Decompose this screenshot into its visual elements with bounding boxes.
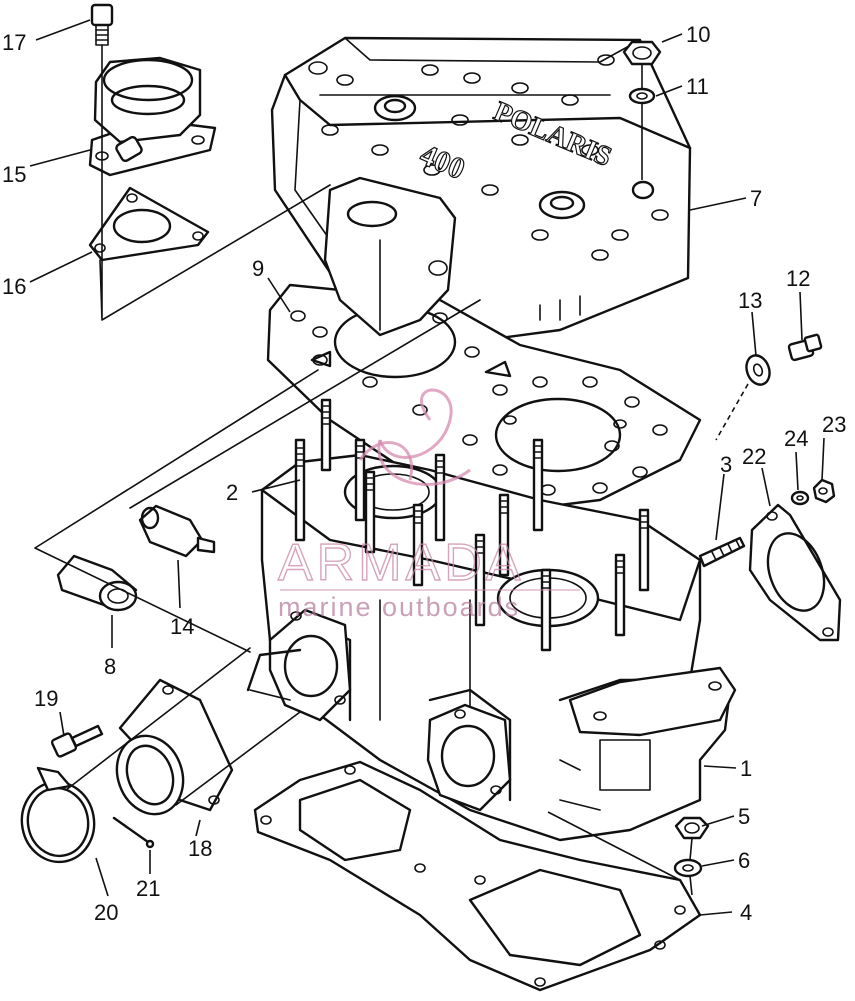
- watermark-brand: ARMADA: [278, 534, 524, 592]
- callout-9: 9: [252, 256, 264, 281]
- callout-6: 6: [738, 848, 750, 873]
- guide-line-thermostat: [99, 44, 331, 321]
- watermark-logo: [358, 388, 471, 486]
- part-19-bolt: [50, 724, 104, 758]
- part-block-side-port: [246, 648, 737, 737]
- callout-7: 7: [750, 186, 762, 211]
- callout-16: 16: [2, 274, 26, 299]
- guide-line-intake: [65, 647, 301, 806]
- callout-4: 4: [740, 900, 752, 925]
- callout-19: 19: [34, 686, 58, 711]
- callout-2: 2: [226, 480, 238, 505]
- callout-1: 1: [740, 756, 752, 781]
- part-22-exhaust-gasket: [748, 503, 842, 642]
- part-cylinder-block: [260, 453, 732, 842]
- callout-24: 24: [784, 426, 808, 451]
- callout-17: 17: [2, 30, 26, 55]
- part-23-nut: [812, 478, 836, 504]
- callout-14: 14: [170, 614, 194, 639]
- callout-3: 3: [720, 452, 732, 477]
- callout-13: 13: [738, 288, 762, 313]
- callout-15: 15: [2, 162, 26, 187]
- part-11-washer: [628, 87, 656, 105]
- watermark: ARMADA marine outboards: [277, 388, 580, 622]
- part-5-nut: [674, 816, 710, 840]
- part-8-sleeve: [56, 554, 138, 612]
- callout-20: 20: [94, 900, 118, 925]
- guide-line-base-nut: [547, 811, 693, 896]
- callout-11: 11: [686, 74, 709, 99]
- part-head-outlet: [323, 176, 457, 337]
- part-13-washer: [745, 354, 771, 386]
- callout-10: 10: [686, 22, 710, 47]
- watermark-tagline: marine outboards: [278, 592, 520, 622]
- part-12-plug: [787, 333, 823, 362]
- callout-22: 22: [742, 444, 766, 469]
- part-3-stud: [698, 536, 746, 568]
- callout-18: 18: [188, 836, 212, 861]
- callout-21: 21: [136, 876, 160, 901]
- callout-labels: 1 2 3 4 5 6 7 8 9 10 11 12 13 14 15 16 1…: [2, 22, 846, 925]
- part-18-intake-flange: [115, 678, 234, 816]
- part-6-washer: [673, 858, 703, 878]
- guide-line-sensor: [34, 299, 481, 653]
- part-14-sensor: [138, 504, 216, 558]
- callout-8: 8: [104, 654, 116, 679]
- part-20-clamp: [20, 766, 96, 864]
- part-17-bolt: [90, 3, 114, 46]
- part-block-exhaust-ports: [268, 608, 512, 812]
- part-studs: [294, 398, 650, 652]
- part-thermostat-housing: [88, 56, 217, 177]
- callout-leaders: [29, 19, 825, 916]
- part-10-nut: [622, 40, 662, 66]
- callout-5: 5: [738, 804, 750, 829]
- callout-12: 12: [786, 266, 810, 291]
- part-21-pin: [112, 816, 155, 849]
- callout-23: 23: [822, 412, 846, 437]
- part-24-washer: [790, 490, 810, 506]
- guide-line-plug: [715, 383, 749, 441]
- part-thermostat-gasket: [88, 186, 210, 262]
